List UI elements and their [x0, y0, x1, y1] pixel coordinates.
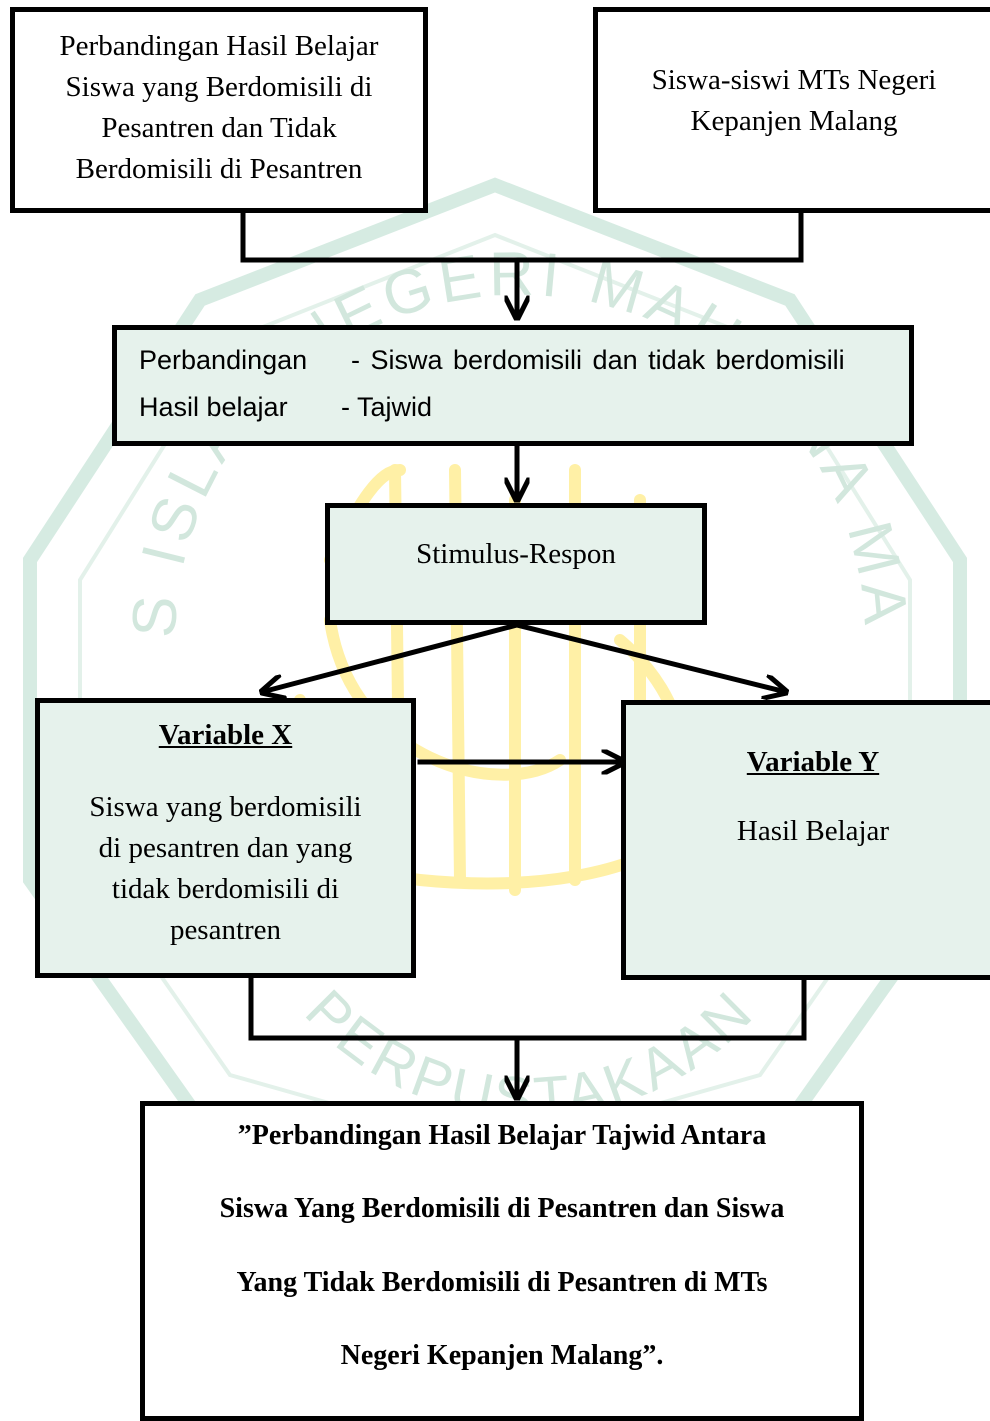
comparison-left-line: Hasil belajar — [139, 392, 288, 422]
variable-x-line: pesantren — [169, 914, 282, 946]
topic-line: Siswa yang Berdomisili di — [65, 71, 373, 103]
variable-y-line: Hasil Belajar — [736, 815, 890, 847]
theory-box: Stimulus-Respon — [325, 503, 707, 625]
comparison-right-line: - Tajwid — [341, 392, 433, 422]
research-title-line: Negeri Kepanjen Malang”. — [340, 1340, 664, 1371]
variable-x-line: tidak berdomisili di — [111, 873, 340, 905]
topic-line: Pesantren dan Tidak — [101, 112, 337, 144]
variable-y-heading: Variable Y — [746, 746, 880, 778]
variable-x-heading: Variable X — [158, 719, 293, 751]
comparison-right-line: - Siswa berdomisili dan tidak berdomisil… — [351, 345, 845, 375]
variable-y-box: Variable Y Hasil Belajar — [621, 700, 990, 980]
variable-x-box: Variable X Siswa yang berdomisili di pes… — [35, 698, 416, 978]
subjects-box: Siswa-siswi MTs Negeri Kepanjen Malang — [593, 7, 990, 213]
comparison-box: Perbandingan Hasil belajar - Siswa berdo… — [112, 325, 914, 446]
variable-x-line: Siswa yang berdomisili — [89, 791, 362, 823]
bottom-bracket — [248, 977, 807, 1041]
arrow-to-variable-y — [513, 621, 786, 692]
comparison-left-line: Perbandingan — [139, 345, 308, 375]
research-title-line: Yang Tidak Berdomisili di Pesantren di M… — [236, 1267, 768, 1298]
theory-label: Stimulus-Respon — [416, 538, 616, 570]
research-title-line: ”Perbandingan Hasil Belajar Tajwid Antar… — [237, 1120, 767, 1151]
topic-line: Perbandingan Hasil Belajar — [59, 30, 379, 62]
research-title-box: ”Perbandingan Hasil Belajar Tajwid Antar… — [140, 1101, 864, 1421]
variable-x-line: di pesantren dan yang — [98, 832, 353, 864]
topic-line: Berdomisili di Pesantren — [75, 153, 363, 185]
top-bracket — [240, 209, 804, 263]
subjects-line: Siswa-siswi MTs Negeri — [651, 64, 937, 96]
topic-box: Perbandingan Hasil Belajar Siswa yang Be… — [10, 7, 428, 213]
research-title-line: Siswa Yang Berdomisili di Pesantren dan … — [219, 1193, 785, 1224]
subjects-line: Kepanjen Malang — [690, 105, 898, 137]
arrow-to-variable-x — [262, 621, 521, 692]
